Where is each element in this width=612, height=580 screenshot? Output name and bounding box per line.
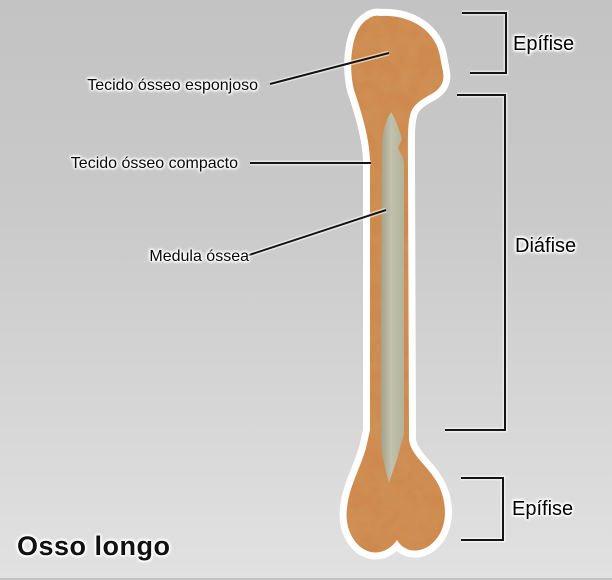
label-epiphysis-bottom: Epífise	[512, 498, 574, 520]
leader-line-bone-marrow	[245, 209, 387, 257]
bracket-epiphysis-top	[462, 12, 507, 74]
bone-marrow	[381, 112, 404, 483]
label-bone-marrow: Medula óssea	[149, 248, 249, 265]
bottom-border-line	[0, 578, 612, 580]
bracket-diaphysis	[445, 94, 506, 431]
label-diaphysis: Diáfise	[515, 235, 577, 257]
label-compact-bone-tissue: Tecido ósseo compacto	[70, 155, 238, 172]
label-spongy-bone-tissue: Tecido ósseo esponjoso	[87, 77, 258, 94]
bracket-epiphysis-bottom	[461, 477, 504, 541]
page-title: Osso longo	[17, 531, 171, 561]
label-epiphysis-top: Epífise	[513, 33, 575, 55]
leader-line-spongy-bone	[269, 52, 390, 85]
